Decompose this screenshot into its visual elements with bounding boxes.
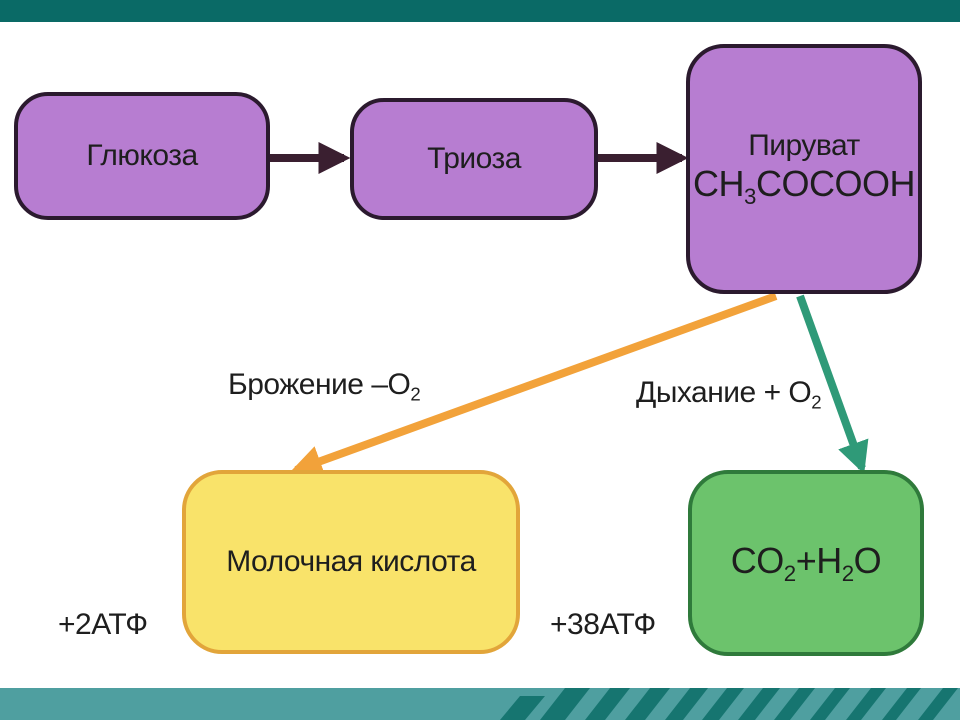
node-pyruvate: Пируват CH3COCOOH [686,44,922,294]
top-bar [0,0,960,22]
formula-co: CO [730,539,785,581]
respiration-text: Дыхание + O [636,376,812,409]
yield-respiration: +38АТФ [550,608,656,641]
edge-label-respiration: Дыхание + O2 [636,376,822,414]
node-triose: Триоза [350,98,598,220]
node-lactic-acid: Молочная кислота [182,470,520,654]
node-glucose-label: Глюкоза [86,138,198,172]
formula-o: O [853,539,882,581]
node-lactic-acid-label: Молочная кислота [226,544,476,578]
node-pyruvate-formula: CH3COCOOH [693,163,915,209]
fermentation-text: Брожение –O [228,368,411,401]
node-co2-h2o: CO2+H2O [688,470,924,656]
node-pyruvate-label: Пируват [748,128,860,162]
formula-subscript: 3 [744,183,756,209]
bottom-bar-pattern [500,688,958,720]
fermentation-subscript: 2 [410,383,421,405]
bottom-bar [0,688,960,720]
formula-h-subscript: 2 [841,560,854,586]
arrow-fermentation [289,292,778,477]
node-triose-label: Триоза [427,141,521,175]
node-glucose: Глюкоза [14,92,270,220]
yield-fermentation: +2АТФ [58,608,148,641]
edge-label-fermentation: Брожение –O2 [228,368,421,406]
respiration-subscript: 2 [811,391,822,413]
node-co2-h2o-formula: CO2+H2O [730,539,882,586]
formula-part-cocooh: COCOOH [755,163,916,205]
formula-part-ch: CH [693,163,745,205]
arrow-respiration [796,294,869,475]
formula-co-subscript: 2 [783,560,796,586]
formula-plus-h: +H [795,539,843,581]
